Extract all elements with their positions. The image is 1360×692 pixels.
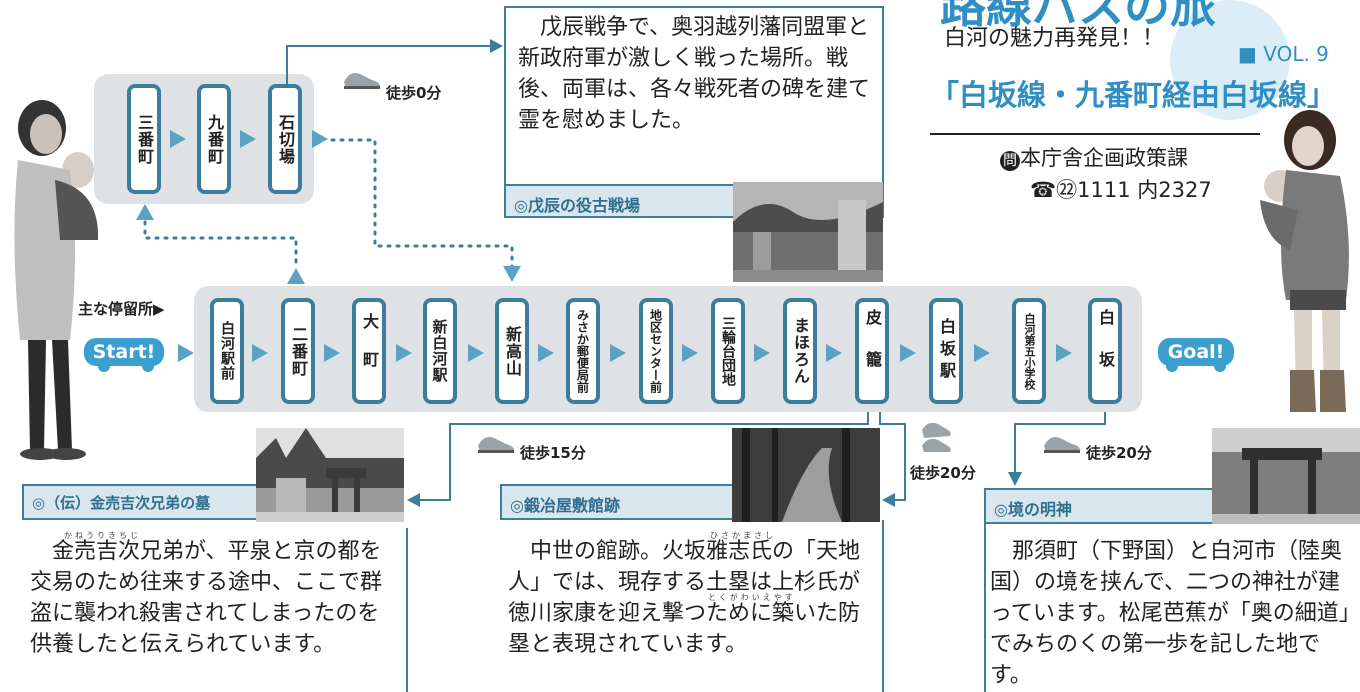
start-badge: Start! — [84, 338, 164, 366]
header-bubble — [1170, 0, 1290, 120]
spot-text-boshin: 戊辰戦争で、奥羽越列藩同盟軍と新政府軍が激しく戦った場所。戦後、両軍は、各々戦死… — [518, 15, 871, 133]
stop-shin-shirakawa-eki: 新白河駅 — [423, 298, 457, 404]
ruby-tokugawa: とくがわいえやす — [708, 593, 796, 602]
spot-text-kanauri: 金売吉次兄弟が、平泉と京の都を交易のため往来する途中、ここで群盗に襲われ殺害され… — [30, 539, 383, 657]
person-left-photo — [14, 100, 99, 460]
stop-shirasaka-eki: 白坂駅 — [929, 298, 963, 404]
route-arrow — [396, 344, 412, 362]
big-title: 路線バスの旅 — [940, 0, 1216, 33]
shoe-icon — [1044, 437, 1080, 453]
route-arrow — [312, 130, 328, 148]
spot-text-sakai: 那須町（下野国）と白河市（陸奥国）の境を挟んで、二つの神社が建っています。松尾芭… — [990, 539, 1350, 688]
spot-title-kanauri: ◎（伝）金売吉次兄弟の墓 — [22, 484, 256, 520]
stop-nibancho: 二番町 — [281, 298, 315, 404]
route-arrow — [754, 344, 770, 362]
walk-time-kajiya: 徒歩20分 — [910, 464, 976, 482]
stop-shirasaka: 白坂 — [1088, 298, 1122, 404]
route-arrow — [538, 344, 554, 362]
stop-sanbancho: 三番町 — [127, 84, 161, 194]
route-arrow — [974, 344, 990, 362]
stop-kyubancho: 九番町 — [197, 84, 231, 194]
photo-kajiya — [732, 428, 880, 522]
route-title: 「白坂線・九番町経由白坂線」 — [930, 78, 1337, 112]
route-arrow — [468, 344, 484, 362]
divider — [406, 528, 408, 692]
ruby-hisaka: ひさかまさし — [710, 531, 776, 540]
route-arrow — [252, 344, 268, 362]
phone-line: ☎㉒1111 内2327 — [1030, 174, 1212, 204]
route-arrow — [682, 344, 698, 362]
volume-label: ■ VOL. 9 — [1238, 42, 1329, 66]
route-arrow — [900, 344, 916, 362]
stop-kawago: 皮籠 — [855, 298, 889, 404]
main-stops-label: 主な停留所▶ — [78, 300, 165, 318]
divider — [984, 520, 986, 692]
route-arrow — [1056, 344, 1072, 362]
photo-kanauri — [256, 428, 404, 522]
shoe-icon — [478, 437, 514, 453]
subtitle: 白河の魅力再発見！！ — [944, 26, 1165, 51]
stop-chiku-center-mae: 地区センター前 — [639, 298, 673, 404]
header-divider — [930, 133, 1260, 135]
route-arrow — [170, 130, 186, 148]
route-arrow — [610, 344, 626, 362]
stop-omachi: 大町 — [352, 298, 386, 404]
ruby-kanauri: かねうりきちじ — [64, 531, 141, 540]
shoe-icon — [344, 73, 380, 89]
spot-text-kajiya: 中世の館跡。火坂雅志氏の「天地人」では、現存する土塁は上杉氏が徳川家康を迎え撃つ… — [508, 539, 861, 657]
contact-line: 問本庁舎企画政策課 — [1000, 142, 1188, 172]
divider — [882, 520, 884, 692]
contact-dept: 本庁舎企画政策課 — [1020, 146, 1188, 170]
stop-shirakawa-daigo-shogakko: 白河第五小学校 — [1012, 298, 1046, 404]
stop-shintakayama: 新高山 — [495, 298, 529, 404]
stop-misaka-yubinkyoku-mae: みさか郵便局前 — [566, 298, 600, 404]
phone-icon: ☎ — [1030, 178, 1057, 202]
goal-badge: Goal! — [1158, 338, 1234, 366]
route-arrow — [324, 344, 340, 362]
route-arrow — [826, 344, 842, 362]
stop-mahoron: まほろん — [783, 298, 817, 404]
photo-boshin — [733, 182, 883, 282]
stop-shirakawa-eki-mae: 白河駅前 — [210, 298, 244, 404]
phone-number: ㉒1111 内2327 — [1056, 178, 1212, 202]
route-arrow — [240, 130, 256, 148]
stop-miwadai-danchi: 三輪台団地 — [711, 298, 745, 404]
stop-ishikiriba: 石切場 — [268, 84, 302, 194]
walk-time-kanauri: 徒歩15分 — [520, 444, 586, 462]
walk-time-ishikiri: 徒歩0分 — [386, 84, 442, 102]
route-arrow — [178, 344, 194, 362]
person-right-photo — [1260, 110, 1349, 412]
walk-time-sakai: 徒歩20分 — [1086, 444, 1152, 462]
header-title-area: 路線バスの旅 白河の魅力再発見！！ ■ VOL. 9 「白坂線・九番町経由白坂線… — [930, 0, 1360, 120]
photo-sakai — [1212, 428, 1360, 524]
contact-icon: 問 — [1000, 151, 1020, 171]
shoe-icon — [922, 422, 951, 452]
